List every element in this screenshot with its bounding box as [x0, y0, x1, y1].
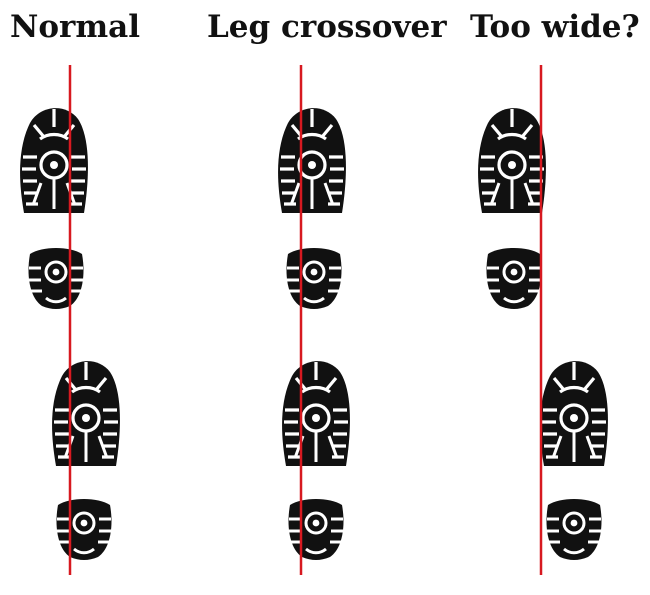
footprint-front-too-wide-1 [476, 106, 548, 215]
footprint-front-normal-1 [18, 106, 90, 215]
footprint-heel-normal-4 [55, 497, 113, 562]
panel-label-normal: Normal [10, 9, 141, 45]
panel-label-leg-crossover: Leg crossover [207, 9, 447, 45]
footprint-heel-leg-crossover-4 [287, 497, 345, 562]
footprint-heel-too-wide-2 [485, 246, 543, 311]
footprint-front-too-wide-3 [538, 359, 610, 468]
guide-lines-layer [68, 65, 543, 575]
footprint-front-leg-crossover-3 [280, 359, 352, 468]
footprint-front-leg-crossover-1 [276, 106, 348, 215]
footprints-layer [18, 106, 610, 562]
footprint-heel-leg-crossover-2 [285, 246, 343, 311]
footprint-heel-too-wide-4 [545, 497, 603, 562]
panel-label-too-wide: Too wide? [470, 9, 640, 45]
footprint-heel-normal-2 [27, 246, 85, 311]
footprint-front-normal-3 [50, 359, 122, 468]
